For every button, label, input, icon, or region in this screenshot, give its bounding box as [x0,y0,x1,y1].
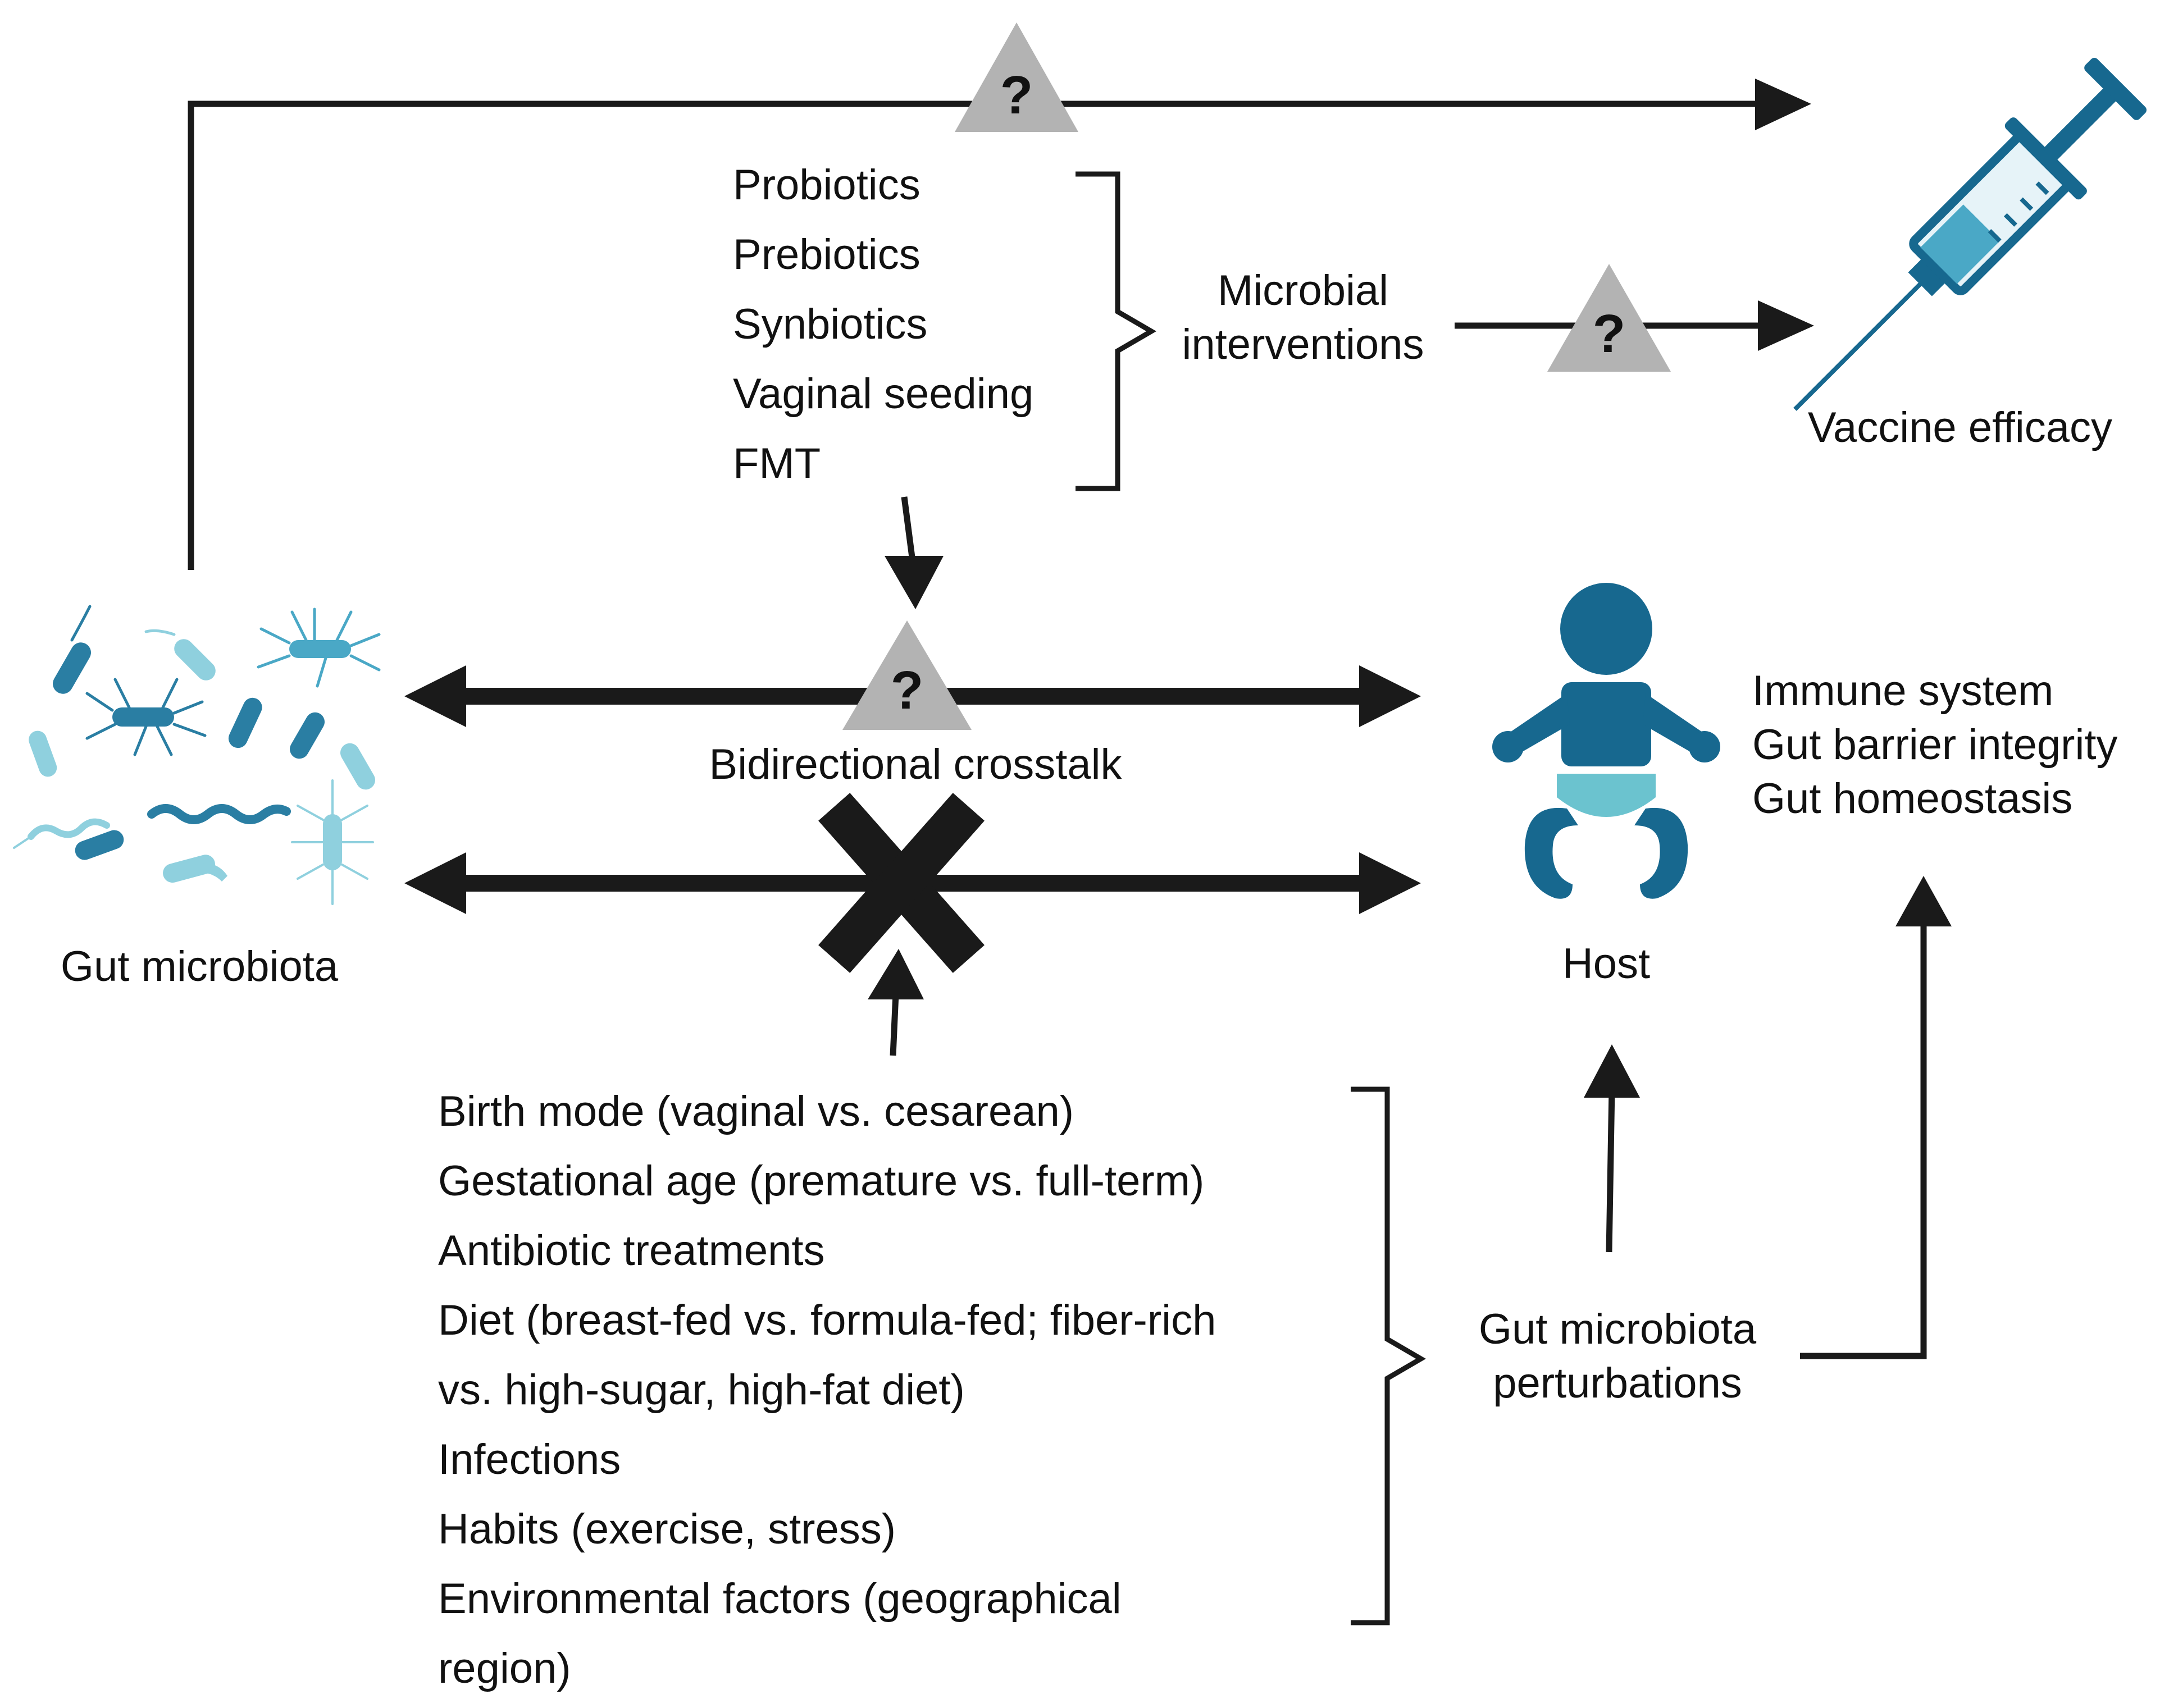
interventions-group-label-line1: Microbial [1217,267,1389,314]
perturbations-bracket [1351,1086,1426,1625]
factor-item: Birth mode (vaginal vs. cesarean) [438,1088,1074,1135]
intervention-item: Probiotics [733,161,921,209]
intervention-item: Synbiotics [733,300,928,348]
syringe-icon [1793,58,2147,411]
perturbations-group-label-line1: Gut microbiota [1478,1305,1757,1353]
factors-to-disruption-arrow [868,949,924,1056]
unknown-effect-top [955,22,1078,132]
factor-item: Environmental factors (geographical [438,1575,1122,1623]
microbiota-to-vaccine-arrow [188,79,1811,570]
host-outcome-item: Gut homeostasis [1752,775,2073,823]
intervention-item: FMT [733,440,821,487]
factor-item: Diet (breast-fed vs. formula-fed; fiber-… [438,1296,1216,1344]
crosstalk-label: Bidirectional crosstalk [709,741,1122,788]
gut-microbiota-label: Gut microbiota [60,943,339,990]
bacteria-cluster-icon [13,605,381,905]
intervention-item: Prebiotics [733,231,921,278]
perturbations-to-outcomes-arrow [1800,876,1952,1359]
unknown-symbol-crosstalk: ? [890,660,924,720]
interventions-group-label-line2: interventions [1182,321,1424,368]
perturbation-factors-list: Birth mode (vaginal vs. cesarean) Gestat… [438,1077,1216,1704]
unknown-symbol-interventions: ? [1592,304,1626,364]
perturbations-group-label: Gut microbiota perturbations [1438,1303,1797,1410]
factor-item: vs. high-sugar, high-fat diet) [438,1366,965,1414]
interventions-bracket [1076,171,1156,491]
factor-item: Infections [438,1436,621,1483]
host-label: Host [1562,940,1651,988]
perturbations-group-label-line2: perturbations [1493,1359,1742,1407]
baby-host-icon [1492,583,1720,899]
unknown-effect-crosstalk [842,620,972,730]
host-outcome-item: Gut barrier integrity [1752,721,2118,769]
host-outcome-item: Immune system [1752,667,2054,715]
blocked-x-icon [818,793,985,973]
host-outcomes-list: Immune system Gut barrier integrity Gut … [1752,664,2117,826]
factor-item: region) [438,1645,571,1692]
perturbations-to-host-arrow [1584,1044,1640,1253]
factor-item: Gestational age (premature vs. full-term… [438,1157,1205,1205]
factor-item: Habits (exercise, stress) [438,1505,896,1553]
intervention-item: Vaginal seeding [733,370,1034,418]
unknown-effect-interventions [1547,264,1671,372]
interventions-list: Probiotics Prebiotics Synbiotics Vaginal… [733,150,1033,499]
vaccine-efficacy-label: Vaccine efficacy [1807,404,2113,451]
interventions-to-crosstalk-arrow [885,496,944,609]
unknown-symbol-top: ? [1000,65,1033,125]
interventions-group-label: Microbial interventions [1157,264,1449,372]
factor-item: Antibiotic treatments [438,1227,825,1275]
